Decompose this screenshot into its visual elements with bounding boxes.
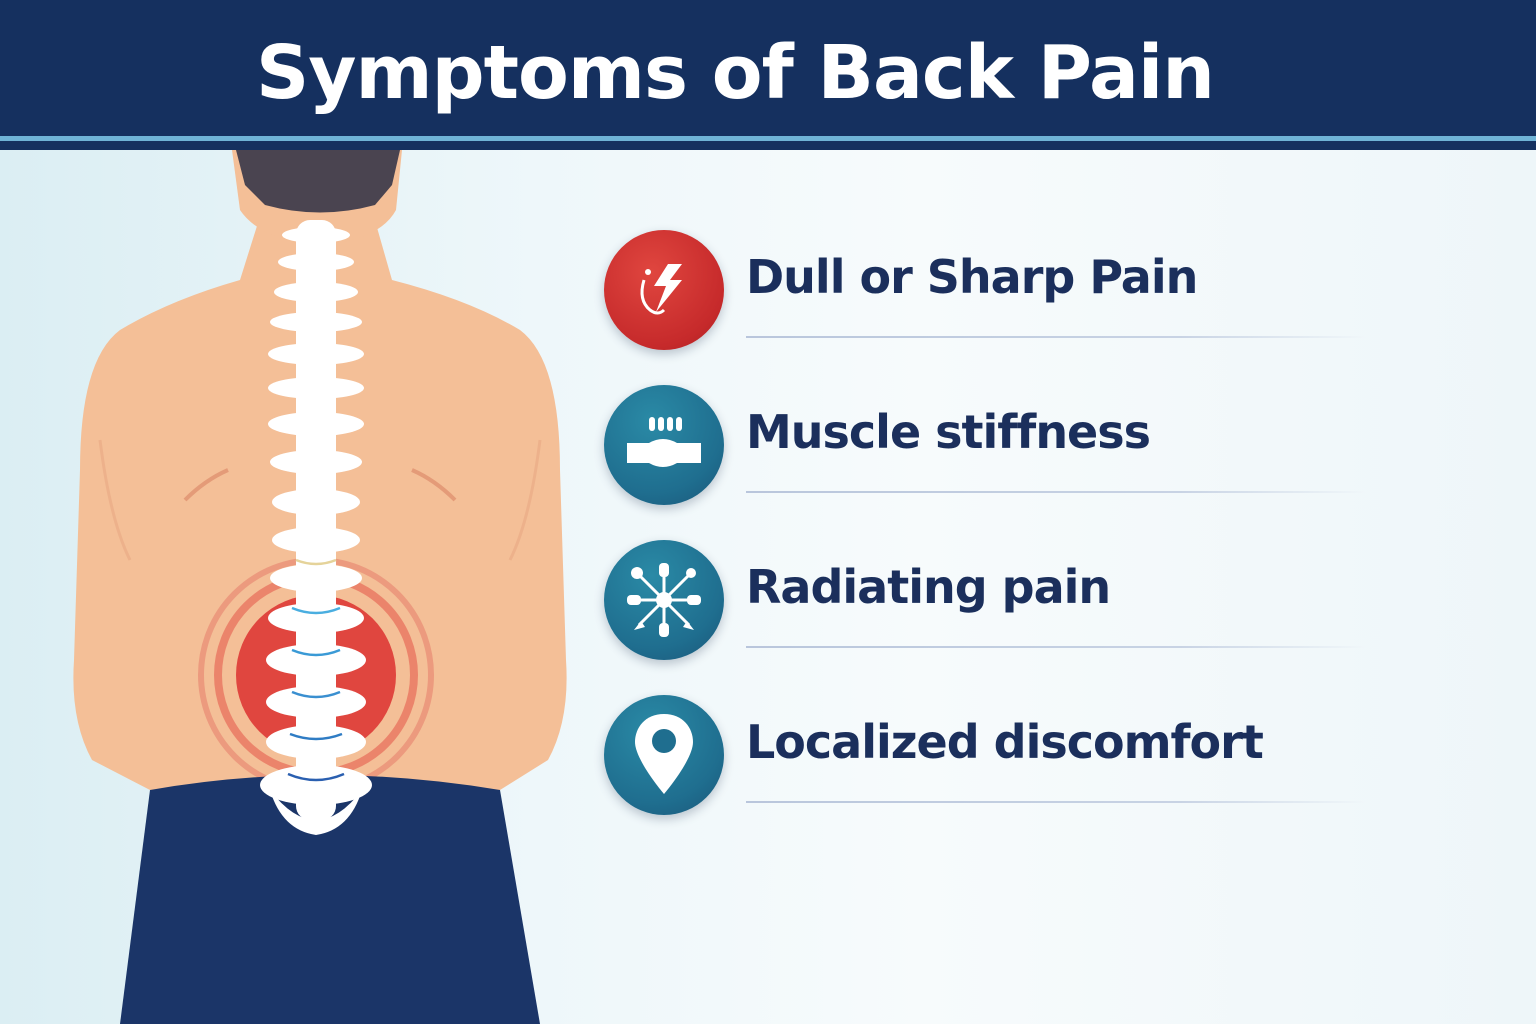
pants xyxy=(120,775,540,1024)
page-title: Symptoms of Back Pain xyxy=(256,30,1215,116)
clenched-fist-muscle-icon xyxy=(604,385,724,505)
symptom-label: Radiating pain xyxy=(746,560,1111,614)
symptom-label: Muscle stiffness xyxy=(746,405,1151,459)
lightning-bolt-icon xyxy=(604,230,724,350)
symptom-item-muscle-stiffness: Muscle stiffness xyxy=(600,375,1380,525)
spine-discs xyxy=(287,558,345,782)
symptom-item-dull-sharp-pain: Dull or Sharp Pain xyxy=(600,220,1380,370)
spine xyxy=(260,220,372,835)
divider xyxy=(746,491,1366,493)
header-banner: Symptoms of Back Pain xyxy=(0,0,1536,150)
divider xyxy=(746,801,1366,803)
radiating-arrows-icon xyxy=(604,540,724,660)
header-stripe xyxy=(0,136,1536,141)
symptom-label: Dull or Sharp Pain xyxy=(746,250,1198,304)
divider xyxy=(746,336,1366,338)
symptom-item-localized-discomfort: Localized discomfort xyxy=(600,685,1380,835)
back-figure-illustration xyxy=(73,150,567,1024)
hair xyxy=(236,150,400,213)
divider xyxy=(746,646,1366,648)
location-pin-icon xyxy=(604,695,724,815)
symptom-label: Localized discomfort xyxy=(746,715,1264,769)
symptom-item-radiating-pain: Radiating pain xyxy=(600,530,1380,680)
